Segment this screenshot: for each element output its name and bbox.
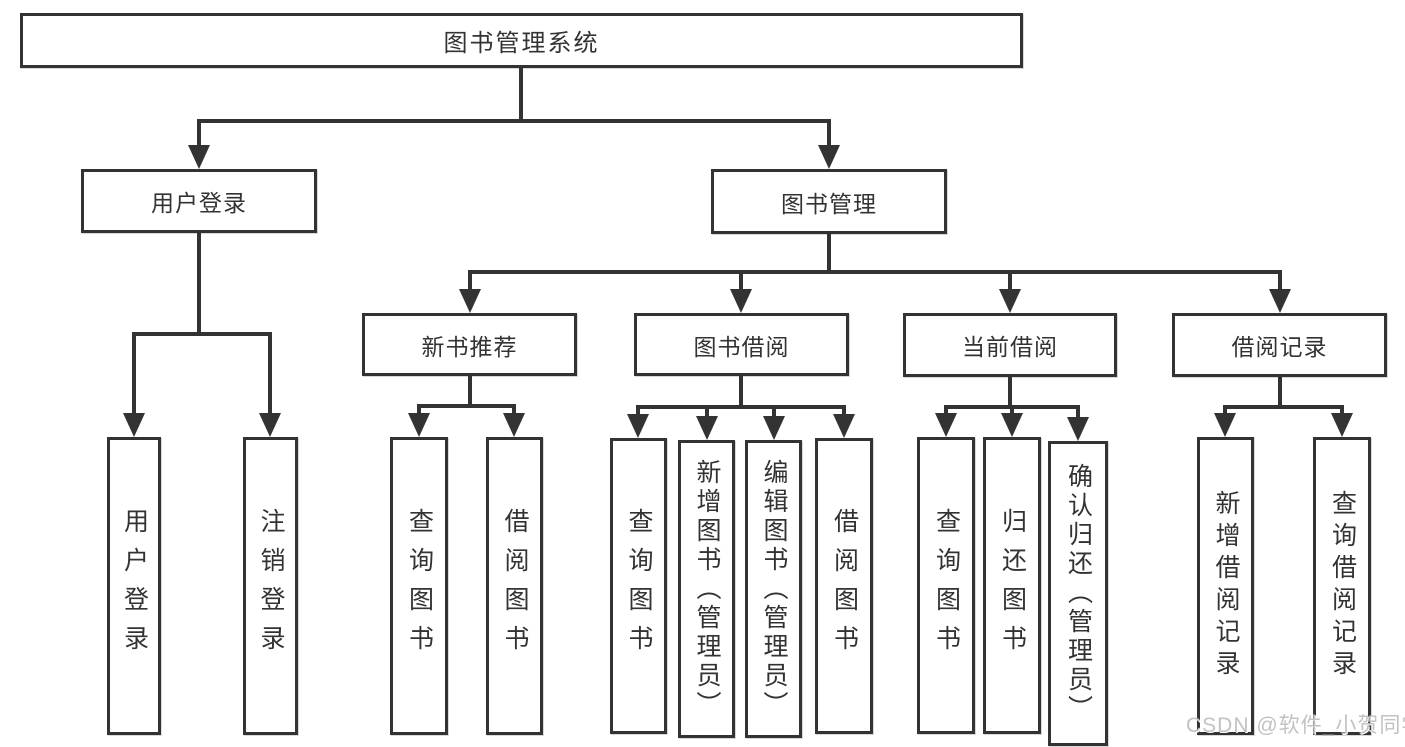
leaf-records-query: 查询借阅记录 — [1313, 437, 1371, 735]
node-root-label: 图书管理系统 — [443, 30, 600, 57]
edge-to-leaf-bw-borrow-stem — [842, 405, 846, 416]
arrowhead-leaf-logout — [259, 413, 281, 437]
node-records-label: 借阅记录 — [1231, 334, 1328, 360]
edge-book-mgmt-stem — [827, 234, 831, 274]
edge-to-leaf-bw-query-stem — [636, 405, 640, 416]
leaf-borrow-query: 查询图书 — [610, 438, 667, 734]
edge-book-mgmt-bar — [468, 270, 1282, 274]
arrowhead-leaf-bw-query — [627, 414, 649, 438]
node-root: 图书管理系统 — [20, 13, 1023, 68]
leaf-current-query: 查询图书 — [917, 437, 975, 734]
leaf-borrow-edit-admin: 编辑图书（管理员） — [745, 440, 802, 738]
arrowhead-leaf-cu-confirm — [1067, 417, 1089, 441]
leaf-current-confirm-admin-label: 确认归还（管理员） — [1064, 463, 1093, 724]
arrowhead-leaf-bw-edit — [763, 416, 785, 440]
edge-to-leaf-cu-query-stem — [944, 405, 948, 415]
arrowhead-book-mgmt — [818, 145, 840, 169]
leaf-logout: 注销登录 — [243, 437, 298, 735]
leaf-records-add-label: 新增借阅记录 — [1212, 490, 1240, 682]
edge-to-current-stem — [1008, 270, 1012, 291]
edge-to-leaf-bw-edit-stem — [772, 405, 776, 418]
leaf-records-add: 新增借阅记录 — [1197, 437, 1254, 735]
arrowhead-leaf-bw-add — [696, 416, 718, 440]
node-user-login: 用户登录 — [81, 169, 317, 233]
edge-borrow-stem — [739, 376, 743, 409]
edge-records-stem — [1278, 377, 1282, 409]
edge-root-to-book-mgmt-stem — [827, 119, 831, 147]
node-newbook-label: 新书推荐 — [421, 333, 518, 360]
arrowhead-newbook — [459, 289, 481, 313]
node-user-login-label: 用户登录 — [151, 190, 247, 216]
leaf-current-query-label: 查询图书 — [932, 507, 961, 664]
arrowhead-leaf-nb-query — [408, 413, 430, 437]
node-borrow: 图书借阅 — [634, 313, 849, 376]
edge-user-login-stem — [197, 233, 201, 336]
arrowhead-leaf-bw-borrow — [833, 414, 855, 438]
node-book-mgmt: 图书管理 — [711, 169, 947, 234]
edge-borrow-bar — [636, 405, 846, 409]
csdn-watermark: CSDN @软件_小贺同学 — [1186, 714, 1405, 737]
edge-records-bar — [1223, 405, 1344, 409]
arrowhead-borrow — [730, 289, 752, 313]
edge-newbook-stem — [468, 376, 472, 408]
edge-to-leaf-cu-confirm-stem — [1076, 405, 1080, 419]
leaf-current-return-label: 归还图书 — [998, 507, 1027, 664]
leaf-records-query-label: 查询借阅记录 — [1328, 490, 1357, 682]
edge-to-leaf-rc-add-stem — [1223, 405, 1227, 415]
edge-to-leaf-nb-borrow-stem — [512, 404, 516, 416]
edge-root-stem — [519, 68, 523, 119]
edge-to-records-stem — [1278, 270, 1282, 291]
edge-to-leaf-bw-add-stem — [705, 405, 709, 418]
arrowhead-records — [1269, 289, 1291, 313]
node-borrow-label: 图书借阅 — [693, 333, 790, 360]
node-book-mgmt-label: 图书管理 — [781, 190, 877, 217]
leaf-borrow-borrow-label: 借阅图书 — [830, 508, 859, 664]
edge-to-leaf-cu-return-stem — [1010, 405, 1014, 415]
leaf-newbook-query-label: 查询图书 — [405, 508, 434, 664]
node-newbook: 新书推荐 — [362, 313, 577, 376]
edge-root-to-user-login-stem — [197, 119, 201, 147]
arrowhead-leaf-cu-query — [935, 413, 957, 437]
leaf-borrow-query-label: 查询图书 — [625, 508, 653, 664]
leaf-borrow-add-admin-label: 新增图书（管理员） — [693, 458, 721, 720]
arrowhead-user-login — [188, 145, 210, 169]
leaf-borrow-edit-admin-label: 编辑图书（管理员） — [760, 458, 788, 720]
edge-root-bar — [197, 119, 831, 123]
edge-to-newbook-stem — [468, 270, 472, 291]
leaf-newbook-borrow: 借阅图书 — [486, 437, 543, 735]
edge-current-stem — [1008, 377, 1012, 409]
arrowhead-leaf-nb-borrow — [503, 413, 525, 437]
edge-to-borrow-stem — [739, 270, 743, 291]
leaf-newbook-query: 查询图书 — [390, 437, 448, 735]
arrowhead-current — [999, 289, 1021, 313]
arrowhead-leaf-login — [123, 413, 145, 437]
node-records: 借阅记录 — [1172, 313, 1387, 377]
edge-to-leaf-login-stem — [132, 332, 136, 415]
arrowhead-leaf-cu-return — [1001, 413, 1023, 437]
node-current: 当前借阅 — [903, 313, 1117, 377]
leaf-newbook-borrow-label: 借阅图书 — [501, 508, 529, 664]
edge-newbook-bar — [417, 404, 516, 408]
leaf-logout-label: 注销登录 — [257, 508, 285, 664]
edge-to-leaf-nb-query-stem — [417, 404, 421, 416]
leaf-current-return: 归还图书 — [983, 437, 1041, 734]
edge-to-leaf-logout-stem — [268, 332, 272, 415]
edge-user-login-bar — [132, 332, 272, 336]
leaf-borrow-borrow: 借阅图书 — [815, 438, 873, 734]
edge-to-leaf-rc-query-stem — [1340, 405, 1344, 415]
leaf-current-confirm-admin: 确认归还（管理员） — [1048, 441, 1108, 746]
node-current-label: 当前借阅 — [962, 334, 1058, 360]
arrowhead-leaf-rc-add — [1214, 413, 1236, 437]
leaf-user-login-label: 用户登录 — [120, 508, 149, 664]
leaf-borrow-add-admin: 新增图书（管理员） — [678, 440, 735, 738]
arrowhead-leaf-rc-query — [1331, 413, 1353, 437]
leaf-user-login: 用户登录 — [107, 437, 161, 735]
